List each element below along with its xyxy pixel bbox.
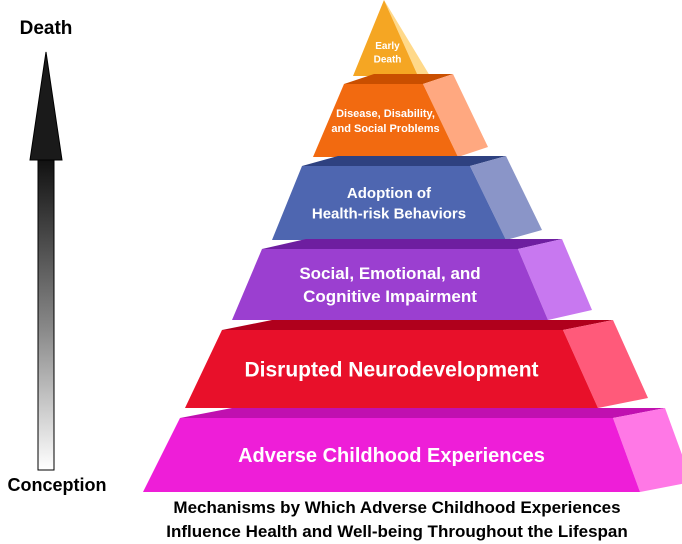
axis-bottom-label: Conception (8, 475, 107, 495)
pyramid-level-6-top (180, 408, 665, 418)
pyramid-level-5-top (222, 320, 613, 330)
pyramid-level-1-label: Early (375, 41, 400, 52)
pyramid-level-6-side (613, 408, 682, 492)
pyramid-level-3-label: Adoption of (347, 185, 432, 202)
arrow-shaft (37, 159, 55, 471)
pyramid-level-6-front (143, 418, 640, 492)
pyramid-level-1-label: Death (374, 54, 402, 65)
pyramid-level-4-top (262, 239, 562, 249)
pyramid-level-3-front (272, 166, 506, 240)
caption-line-1: Mechanisms by Which Adverse Childhood Ex… (173, 498, 620, 517)
pyramid-level-5-label: Disrupted Neurodevelopment (244, 358, 538, 381)
pyramid-level-5-side (563, 320, 648, 408)
pyramid-level-4-label: Cognitive Impairment (303, 287, 477, 306)
caption-line-2: Influence Health and Well-being Througho… (166, 522, 628, 541)
pyramid-level-5-front (185, 330, 598, 408)
pyramid-level-3-top (302, 156, 506, 166)
pyramid-level-1-front (353, 0, 418, 76)
pyramid-level-3-side (470, 156, 542, 240)
pyramid-level-6-label: Adverse Childhood Experiences (238, 445, 545, 467)
pyramid-level-2-top (344, 74, 453, 84)
pyramid-level-2-side (423, 74, 488, 157)
axis-top-label: Death (20, 18, 73, 39)
pyramid-level-4-front (232, 249, 548, 320)
pyramid-level-2-front (313, 84, 458, 157)
lifespan-arrow (29, 51, 63, 471)
pyramid-level-4-label: Social, Emotional, and (299, 264, 480, 283)
pyramid-level-2-label: and Social Problems (331, 123, 439, 135)
pyramid-level-2-label: Disease, Disability, (336, 108, 435, 120)
pyramid-level-3-label: Health-risk Behaviors (312, 205, 466, 222)
pyramid-level-4-side (518, 239, 592, 320)
arrow-head (29, 51, 63, 161)
pyramid-level-1-side (384, 0, 430, 76)
